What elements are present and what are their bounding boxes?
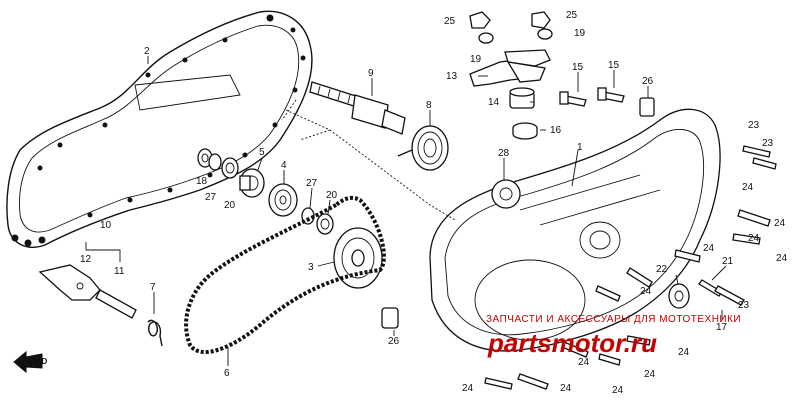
- washer-part-19b: [537, 28, 553, 40]
- dowel-part-26a: [639, 97, 655, 117]
- dowel-part-26b: [381, 307, 399, 329]
- label-24h: 24: [578, 357, 590, 368]
- spring-part-7: [147, 319, 163, 347]
- label-24-bottom: 24: [462, 383, 474, 394]
- label-24k: 24: [560, 383, 572, 394]
- label-6: 6: [224, 368, 230, 379]
- washer-part-27b: [301, 207, 315, 225]
- label-25a: 25: [444, 16, 456, 27]
- label-24f: 24: [640, 286, 652, 297]
- pin-part-11: [95, 289, 137, 319]
- label-15b: 15: [608, 60, 620, 71]
- label-28: 28: [498, 148, 510, 159]
- label-23c: 23: [738, 300, 750, 311]
- bearing-part-5: [239, 168, 265, 198]
- fwd-label: FWD: [29, 357, 47, 366]
- washer-part-20: [221, 157, 239, 179]
- bolt-part-23c: [714, 285, 745, 306]
- bolt-part-24f: [561, 341, 589, 358]
- bolt-part-15a: [559, 91, 587, 107]
- label-9: 9: [368, 68, 374, 79]
- label-24a: 24: [742, 182, 754, 193]
- label-21: 21: [722, 256, 734, 267]
- collar-part-14: [509, 87, 535, 109]
- label-26b: 26: [388, 336, 400, 347]
- label-27b: 27: [306, 178, 318, 189]
- bolt-part-24h: [626, 335, 651, 346]
- bolt-part-24c: [674, 249, 701, 263]
- bolt-part-24d: [626, 267, 653, 288]
- bolt-part-15b: [597, 87, 625, 103]
- nut-part-25a: [469, 11, 491, 29]
- label-24i: 24: [644, 369, 656, 380]
- bolt-part-24a: [737, 209, 771, 227]
- label-1: 1: [577, 142, 583, 153]
- watermark-logo: partsmotor.ru: [487, 328, 657, 358]
- label-24d: 24: [703, 243, 715, 254]
- bolt-part-23b: [752, 157, 777, 170]
- bolt-part-24b: [732, 233, 761, 245]
- bolt-part-24e: [595, 285, 621, 302]
- label-22: 22: [656, 264, 668, 275]
- label-23a: 23: [748, 120, 760, 131]
- label-4: 4: [281, 160, 287, 171]
- bolt-part-24j: [484, 377, 513, 390]
- label-24g: 24: [678, 347, 690, 358]
- label-20a: 20: [224, 200, 236, 211]
- label-24c: 24: [776, 253, 788, 264]
- label-24e: 24: [748, 233, 760, 244]
- fwd-arrow-icon: [13, 350, 43, 374]
- label-15a: 15: [572, 62, 584, 73]
- label-23b: 23: [762, 138, 774, 149]
- part-number-labels: 1 2 3 4 5 6 7 8 9 10 11 12 13 14 15 15 1…: [80, 10, 788, 396]
- label-2: 2: [144, 46, 150, 57]
- label-19a: 19: [470, 54, 482, 65]
- washer-part-19a: [478, 32, 494, 44]
- label-10: 10: [100, 220, 112, 231]
- label-25b: 25: [566, 10, 578, 21]
- shaft-part-9: [309, 81, 406, 135]
- leader-lines: [147, 56, 727, 366]
- label-24j: 24: [612, 385, 624, 396]
- label-19b: 19: [574, 28, 586, 39]
- lever-part-13: [469, 49, 551, 87]
- label-24b: 24: [774, 218, 786, 229]
- nut-part-25b: [531, 11, 551, 29]
- label-3: 3: [308, 262, 314, 273]
- label-8: 8: [426, 100, 432, 111]
- label-7: 7: [150, 282, 156, 293]
- label-17: 17: [716, 322, 728, 333]
- label-16: 16: [550, 125, 562, 136]
- gasket-part-2: [6, 10, 313, 248]
- washer-part-27: [208, 153, 222, 171]
- chain-part-6: [184, 195, 386, 355]
- gear-part-4: [268, 183, 298, 217]
- bracket-part-12: [38, 264, 101, 301]
- label-11: 11: [114, 266, 125, 277]
- label-18: 18: [196, 176, 208, 187]
- bolt-part-24i: [517, 373, 549, 390]
- watermark-text: ЗАПЧАСТИ И АКСЕССУАРЫ ДЛЯ МОТОТЕХНИКИ: [486, 314, 741, 325]
- label-5: 5: [259, 147, 265, 158]
- collar-part-16: [512, 122, 538, 140]
- leader-10: [85, 242, 121, 262]
- bolt-part-23a: [742, 145, 771, 158]
- spring-part-8: [397, 125, 449, 171]
- label-12: 12: [80, 254, 92, 265]
- cover-part-1: [429, 108, 721, 352]
- seal-part-22: [668, 283, 690, 309]
- label-26a: 26: [642, 76, 654, 87]
- label-14: 14: [488, 97, 500, 108]
- label-27a: 27: [205, 192, 217, 203]
- bearing-part-28: [491, 179, 521, 209]
- bolt-part-24g: [598, 353, 621, 366]
- label-13: 13: [446, 71, 458, 82]
- label-20b: 20: [326, 190, 338, 201]
- washer-part-20b: [316, 213, 334, 235]
